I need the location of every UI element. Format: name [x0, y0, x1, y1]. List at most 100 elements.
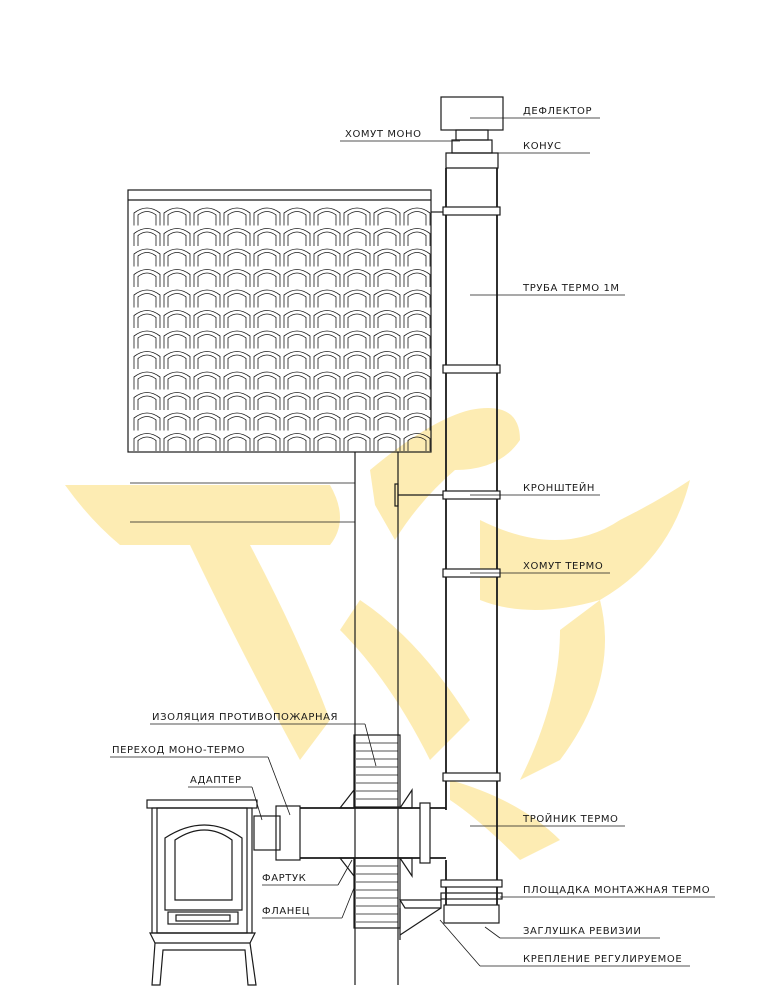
roof-tile	[223, 289, 251, 308]
watermark-logo	[65, 408, 690, 860]
label-revision-cap: ЗАГЛУШКА РЕВИЗИИ	[523, 926, 641, 937]
label-flange: ФЛАНЕЦ	[262, 906, 310, 917]
roof-tile	[163, 269, 191, 287]
roof-tile	[133, 207, 161, 226]
roof-tile	[133, 433, 161, 451]
roof-tile	[283, 310, 311, 328]
roof-tile	[163, 371, 191, 390]
roof-tile	[253, 228, 281, 246]
roof-tile	[223, 371, 251, 390]
horizontal-pipe	[253, 734, 446, 929]
roof-tile	[343, 351, 371, 369]
roof-tile	[403, 228, 431, 246]
label-apron: ФАРТУК	[262, 873, 306, 884]
roof-tile	[343, 330, 371, 349]
roof-tile	[193, 351, 221, 369]
roof-tile	[343, 371, 371, 390]
roof-tile	[133, 248, 161, 267]
roof-tile	[253, 330, 281, 349]
roof-tile	[373, 289, 401, 308]
roof-tile	[283, 371, 311, 390]
labels: ДЕФЛЕКТОР ХОМУТ МОНО КОНУС ТРУБА ТЕРМО 1…	[112, 106, 710, 965]
label-adapter: АДАПТЕР	[190, 775, 242, 786]
label-mount-platform: ПЛОЩАДКА МОНТАЖНАЯ ТЕРМО	[523, 885, 710, 896]
roof-tile	[253, 269, 281, 287]
roof-tile	[283, 269, 311, 287]
roof-tile	[313, 228, 341, 246]
roof-tile	[373, 433, 401, 451]
roof-tile	[343, 433, 371, 451]
roof-tile	[163, 330, 191, 349]
roof-tile	[373, 207, 401, 226]
roof-tile	[193, 392, 221, 410]
roof-tile	[193, 207, 221, 226]
roof-tile	[253, 351, 281, 369]
roof-tile	[403, 269, 431, 287]
roof-tile	[193, 248, 221, 267]
roof-tile	[403, 371, 431, 390]
label-tee-thermo: ТРОЙНИК ТЕРМО	[522, 812, 619, 825]
label-adapter-mono-thermo: ПЕРЕХОД МОНО-ТЕРМО	[112, 745, 245, 756]
roof-tile	[163, 248, 191, 267]
roof-tile	[403, 351, 431, 369]
roof-tile	[313, 392, 341, 410]
roof-tile	[223, 310, 251, 328]
roof-tile	[313, 412, 341, 431]
roof	[127, 189, 432, 453]
roof-tile	[313, 351, 341, 369]
label-clamp-mono: ХОМУТ МОНО	[345, 129, 422, 140]
roof-tile	[253, 248, 281, 267]
roof-tile	[223, 330, 251, 349]
roof-tile	[313, 330, 341, 349]
roof-tile	[373, 371, 401, 390]
roof-tile	[133, 351, 161, 369]
roof-tile	[313, 433, 341, 451]
roof-tile	[373, 351, 401, 369]
roof-tile	[403, 207, 431, 226]
roof-tile	[133, 269, 161, 287]
roof-tile	[253, 310, 281, 328]
roof-tile	[283, 228, 311, 246]
roof-tile	[133, 412, 161, 431]
roof-tile	[223, 207, 251, 226]
roof-tile	[133, 289, 161, 308]
roof-tile	[163, 433, 191, 451]
roof-tile	[343, 248, 371, 267]
roof-tile	[133, 371, 161, 390]
roof-tile	[193, 433, 221, 451]
roof-tile	[193, 310, 221, 328]
roof-tile	[193, 330, 221, 349]
roof-tile	[373, 412, 401, 431]
roof-tile	[253, 289, 281, 308]
roof-tile	[403, 289, 431, 308]
roof-tile	[223, 228, 251, 246]
roof-tile	[163, 310, 191, 328]
roof-tile	[223, 351, 251, 369]
label-cone: КОНУС	[523, 141, 562, 152]
roof-tile	[403, 330, 431, 349]
roof-tile	[163, 289, 191, 308]
leader-lines	[110, 117, 715, 967]
label-bracket: КРОНШТЕЙН	[523, 481, 595, 494]
roof-tile	[193, 371, 221, 390]
roof-tile	[313, 289, 341, 308]
roof-tile	[223, 248, 251, 267]
roof-tile	[343, 412, 371, 431]
roof-tile	[163, 228, 191, 246]
roof-tile	[253, 433, 281, 451]
roof-tile	[223, 269, 251, 287]
roof-tile	[403, 433, 431, 451]
wall	[130, 452, 399, 985]
adapter-shape	[253, 815, 281, 851]
roof-tile	[283, 392, 311, 410]
label-pipe-thermo: ТРУБА ТЕРМО 1М	[522, 283, 620, 294]
roof-tile	[373, 310, 401, 328]
roof-tile	[343, 310, 371, 328]
label-clamp-thermo: ХОМУТ ТЕРМО	[523, 561, 603, 572]
roof-tile	[133, 310, 161, 328]
roof-tile	[313, 269, 341, 287]
roof-tile	[163, 412, 191, 431]
label-adjustable-mount: КРЕПЛЕНИЕ РЕГУЛИРУЕМОЕ	[523, 954, 682, 965]
roof-tile	[253, 371, 281, 390]
roof-tile	[343, 269, 371, 287]
